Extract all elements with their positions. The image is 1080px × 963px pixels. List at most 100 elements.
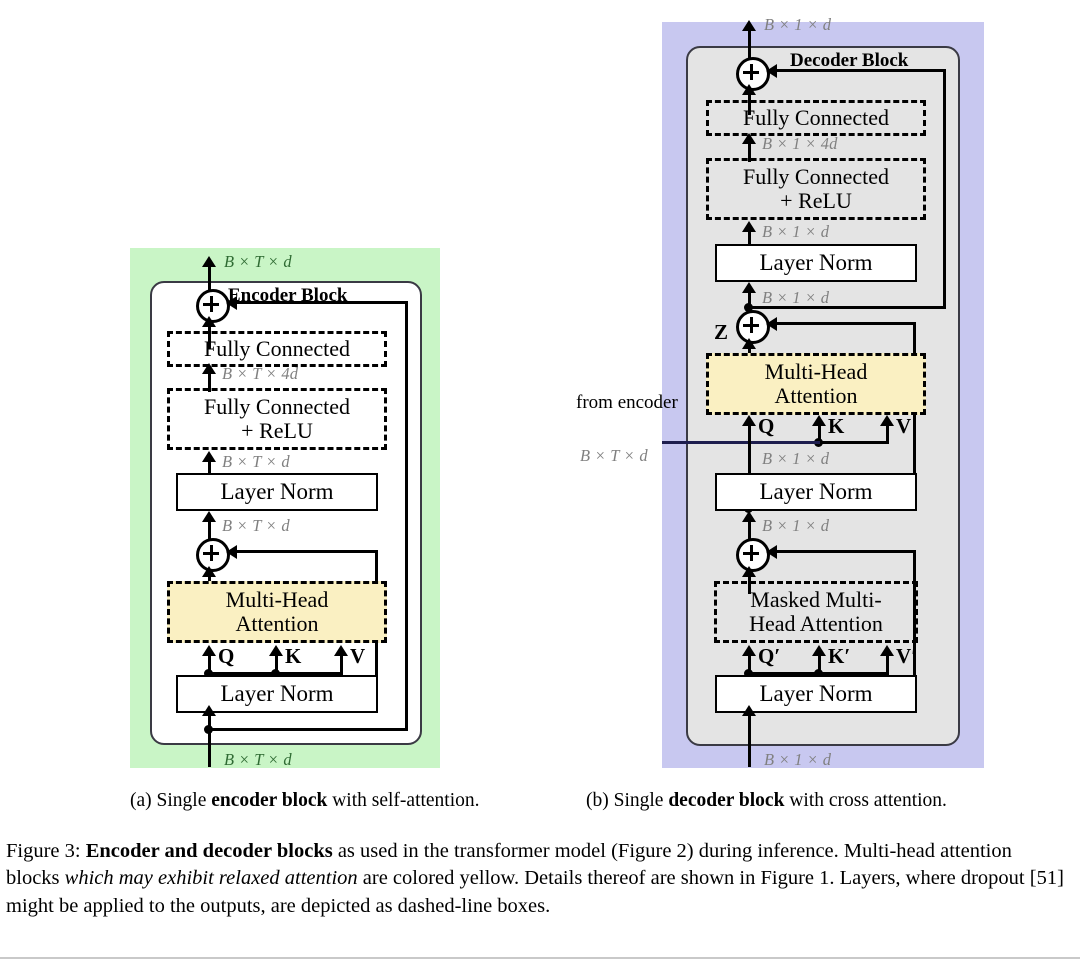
encoder-layer-norm-bottom-box[interactable]: Layer Norm (176, 675, 378, 713)
encoder-output-dim: B × T × d (224, 252, 292, 271)
figure-caption-text-1: as used in the transformer model (Figure… (6, 840, 1012, 890)
decoder-mha-label-line1: Multi-Head (764, 359, 868, 385)
encoder-residual-outer-bottom (208, 728, 408, 731)
decoder-cross-k-label: K (828, 414, 845, 438)
decoder-add-bottom-up-arrowhead (742, 511, 756, 522)
encoder-fully-connected-relu-box[interactable]: Fully Connected + ReLU (167, 388, 387, 450)
decoder-output-arrowhead (742, 20, 756, 31)
encoder-fully-connected-box[interactable]: Fully Connected (167, 331, 387, 367)
decoder-residual-top-arrowhead (766, 64, 777, 78)
encoder-add-mid-up-line (208, 519, 211, 543)
figure-caption-italic: which may exhibit relaxed attention (64, 867, 358, 890)
decoder-layer-norm-mid-box[interactable]: Layer Norm (715, 473, 917, 511)
subcaption-a: (a) Single encoder block with self-atten… (130, 790, 480, 812)
decoder-layer-norm-bottom-box[interactable]: Layer Norm (715, 675, 917, 713)
decoder-multi-head-attention-box[interactable]: Multi-Head Attention (706, 353, 926, 415)
encoder-residual-top-hline (236, 301, 408, 304)
decoder-fc-relu-label-line2: + ReLU (780, 188, 852, 213)
subcaption-b-prefix: (b) Single (586, 790, 669, 811)
subcaption-a-bold: encoder block (211, 790, 328, 811)
decoder-fully-connected-relu-box[interactable]: Fully Connected + ReLU (706, 158, 926, 220)
decoder-masked-v-arrowhead (880, 645, 894, 656)
decoder-masked-multi-head-attention-box[interactable]: Masked Multi- Head Attention (714, 581, 918, 643)
from-encoder-line1: from (576, 392, 613, 413)
decoder-dim-b1d-4: B × 1 × d (762, 516, 830, 535)
decoder-masked-v-line (886, 655, 889, 675)
decoder-cross-q-label: Q (758, 414, 775, 438)
decoder-output-line (748, 30, 751, 68)
encoder-dim-btd-2: B × T × d (222, 516, 290, 535)
decoder-cross-v-label: V (896, 414, 912, 438)
decoder-masked-mha-label-line2: Head Attention (749, 611, 883, 636)
subcaption-a-prefix: (a) Single (130, 790, 212, 811)
decoder-layer-norm-mid-label: Layer Norm (759, 478, 873, 504)
figure-caption-number: Figure 3: (6, 840, 81, 862)
encoder-fc-relu-label-line1: Fully Connected (203, 394, 351, 420)
subcaption-b-bold: decoder block (668, 790, 785, 811)
encoder-fc1-to-add-arrowhead (202, 316, 216, 327)
page-bottom-rule (0, 957, 1080, 959)
decoder-cross-q-arrowhead (742, 415, 756, 426)
decoder-input-dim: B × 1 × d (764, 750, 832, 769)
decoder-masked-q-arrowhead (742, 645, 756, 656)
figure-caption-text-2: are colored yellow. Details thereof are … (6, 867, 1064, 917)
decoder-cross-k-line (818, 424, 821, 444)
decoder-masked-q-label: Q′ (758, 644, 781, 668)
encoder-layer-norm-top-box[interactable]: Layer Norm (176, 473, 378, 511)
encoder-layer-norm-bottom-label: Layer Norm (220, 680, 334, 706)
encoder-dim-4d: B × T × 4d (222, 364, 299, 383)
decoder-residual-mid-arrowhead (766, 317, 777, 331)
encoder-k-label: K (285, 644, 302, 668)
encoder-input-dim: B × T × d (224, 750, 292, 769)
encoder-v-label: V (350, 644, 366, 668)
from-encoder-dim: B × T × d (580, 446, 648, 465)
encoder-fc-relu-label-line2: + ReLU (241, 418, 313, 443)
encoder-dim-btd-1: B × T × d (222, 452, 290, 471)
figure-caption-bold-lead: Encoder and decoder blocks (85, 840, 333, 862)
encoder-multi-head-attention-box[interactable]: Multi-Head Attention (167, 581, 387, 643)
from-encoder-line (662, 441, 820, 444)
decoder-input-line (748, 713, 751, 767)
decoder-fully-connected-box[interactable]: Fully Connected (706, 100, 926, 136)
decoder-fully-connected-label: Fully Connected (742, 105, 890, 131)
decoder-cross-q-line (748, 424, 751, 444)
decoder-add-bottom-up-line (748, 519, 751, 543)
decoder-residual-bottom-hline (776, 550, 916, 553)
subcaption-b-suffix: with cross attention. (784, 790, 947, 811)
encoder-ln1-to-fc2-arrowhead (202, 451, 216, 462)
encoder-fc2-to-fc1-arrowhead (202, 363, 216, 374)
decoder-masked-k-label: K′ (828, 644, 851, 668)
decoder-cross-kv-bus (818, 441, 888, 444)
decoder-cross-attn-to-add-arrowhead (742, 338, 756, 349)
decoder-fc-relu-label-line1: Fully Connected (742, 164, 890, 190)
encoder-q-label: Q (218, 644, 235, 668)
decoder-output-dim: B × 1 × d (764, 15, 832, 34)
decoder-add-mid-up-line (748, 290, 751, 314)
decoder-residual-bottom-arrowhead (766, 545, 777, 559)
decoder-residual-outer-bottom (748, 306, 946, 309)
decoder-layer-norm-top-label: Layer Norm (759, 249, 873, 275)
decoder-layer-norm-top-box[interactable]: Layer Norm (715, 244, 917, 282)
decoder-masked-q-line (748, 655, 751, 675)
from-encoder-label: from encoder (576, 392, 678, 413)
encoder-qkv-tap-k (271, 669, 280, 678)
encoder-fc1-to-add-line (208, 327, 211, 349)
decoder-residual-mid-hline (776, 322, 916, 325)
subcaption-a-suffix: with self-attention. (327, 790, 480, 811)
decoder-ln2-to-q-line (748, 440, 751, 478)
decoder-masked-v-label: V′ (896, 644, 918, 668)
decoder-cross-v-arrowhead (880, 415, 894, 426)
decoder-cross-v-line (886, 424, 889, 444)
decoder-fc2-to-fc1-arrowhead (742, 133, 756, 144)
encoder-v-arrowhead (334, 645, 348, 656)
decoder-block-title: Decoder Block (790, 50, 909, 71)
figure-caption: Figure 3: Encoder and decoder blocks as … (6, 838, 1068, 920)
encoder-add-mid-up-arrowhead (202, 511, 216, 522)
decoder-residual-top-hline (776, 69, 946, 72)
decoder-dim-b1d-3: B × 1 × d (762, 449, 830, 468)
decoder-masked-qkv-tap-q (744, 669, 753, 678)
encoder-mha-label-line1: Multi-Head (225, 587, 329, 613)
encoder-k-arrowhead (269, 645, 283, 656)
encoder-q-line (208, 655, 211, 675)
decoder-add-mid-up-arrowhead (742, 282, 756, 293)
